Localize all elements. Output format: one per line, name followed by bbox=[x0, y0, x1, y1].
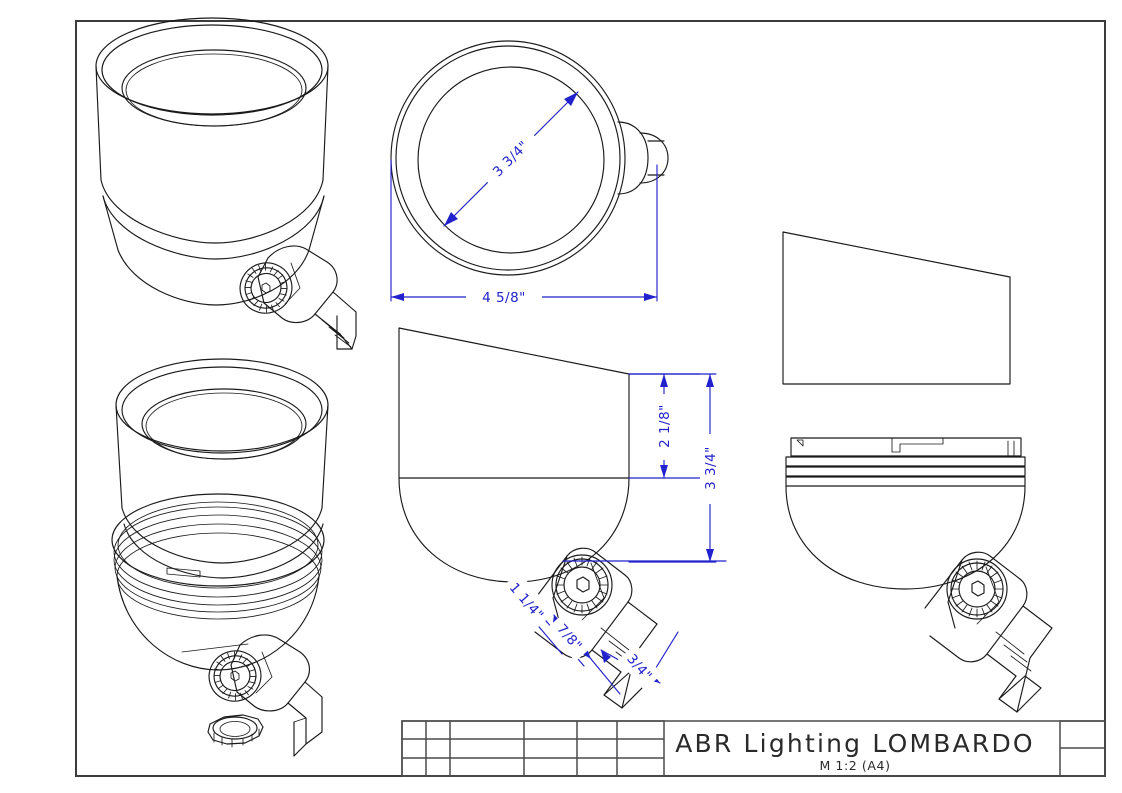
front-elevation-view bbox=[398, 327, 658, 709]
dimension-overall-height: 3 3/4" bbox=[628, 373, 720, 563]
isometric-exploded-view bbox=[111, 358, 329, 757]
knurl-teeth-side bbox=[950, 560, 1004, 618]
dimension-stem-width: 3/4" bbox=[590, 631, 679, 695]
title-block-grid bbox=[401, 720, 665, 777]
knurl-teeth-exploded bbox=[213, 651, 257, 701]
top-plan-view bbox=[390, 40, 669, 276]
title-block: ABR Lighting LOMBARDO M 1:2 (A4) bbox=[401, 720, 1106, 777]
knurl-teeth bbox=[244, 263, 288, 313]
dimension-overall-width: 4 5/8" bbox=[390, 159, 658, 307]
dimension-knob-offset: 1 1/4" bbox=[499, 560, 727, 655]
side-base-assembly-view bbox=[785, 437, 1053, 713]
side-shade-profile-view bbox=[782, 231, 1011, 385]
isometric-assembled-view bbox=[95, 17, 357, 350]
lock-nut bbox=[207, 714, 264, 748]
dimension-overall-height-label: 3 3/4" bbox=[703, 446, 719, 490]
title-block-title-area: ABR Lighting LOMBARDO M 1:2 (A4) bbox=[675, 729, 1035, 773]
dimension-aperture-diameter: 3 3/4" bbox=[443, 91, 579, 227]
drawing-title: ABR Lighting LOMBARDO bbox=[675, 729, 1035, 758]
dimension-stem-offset: 7/8" bbox=[546, 612, 594, 667]
title-block-right-cells bbox=[1059, 720, 1106, 777]
dimension-shade-height-label: 2 1/8" bbox=[657, 404, 673, 448]
dimension-overall-width-label: 4 5/8" bbox=[482, 290, 526, 306]
drawing-scale-note: M 1:2 (A4) bbox=[819, 758, 890, 773]
dimension-shade-height: 2 1/8" bbox=[628, 373, 701, 479]
